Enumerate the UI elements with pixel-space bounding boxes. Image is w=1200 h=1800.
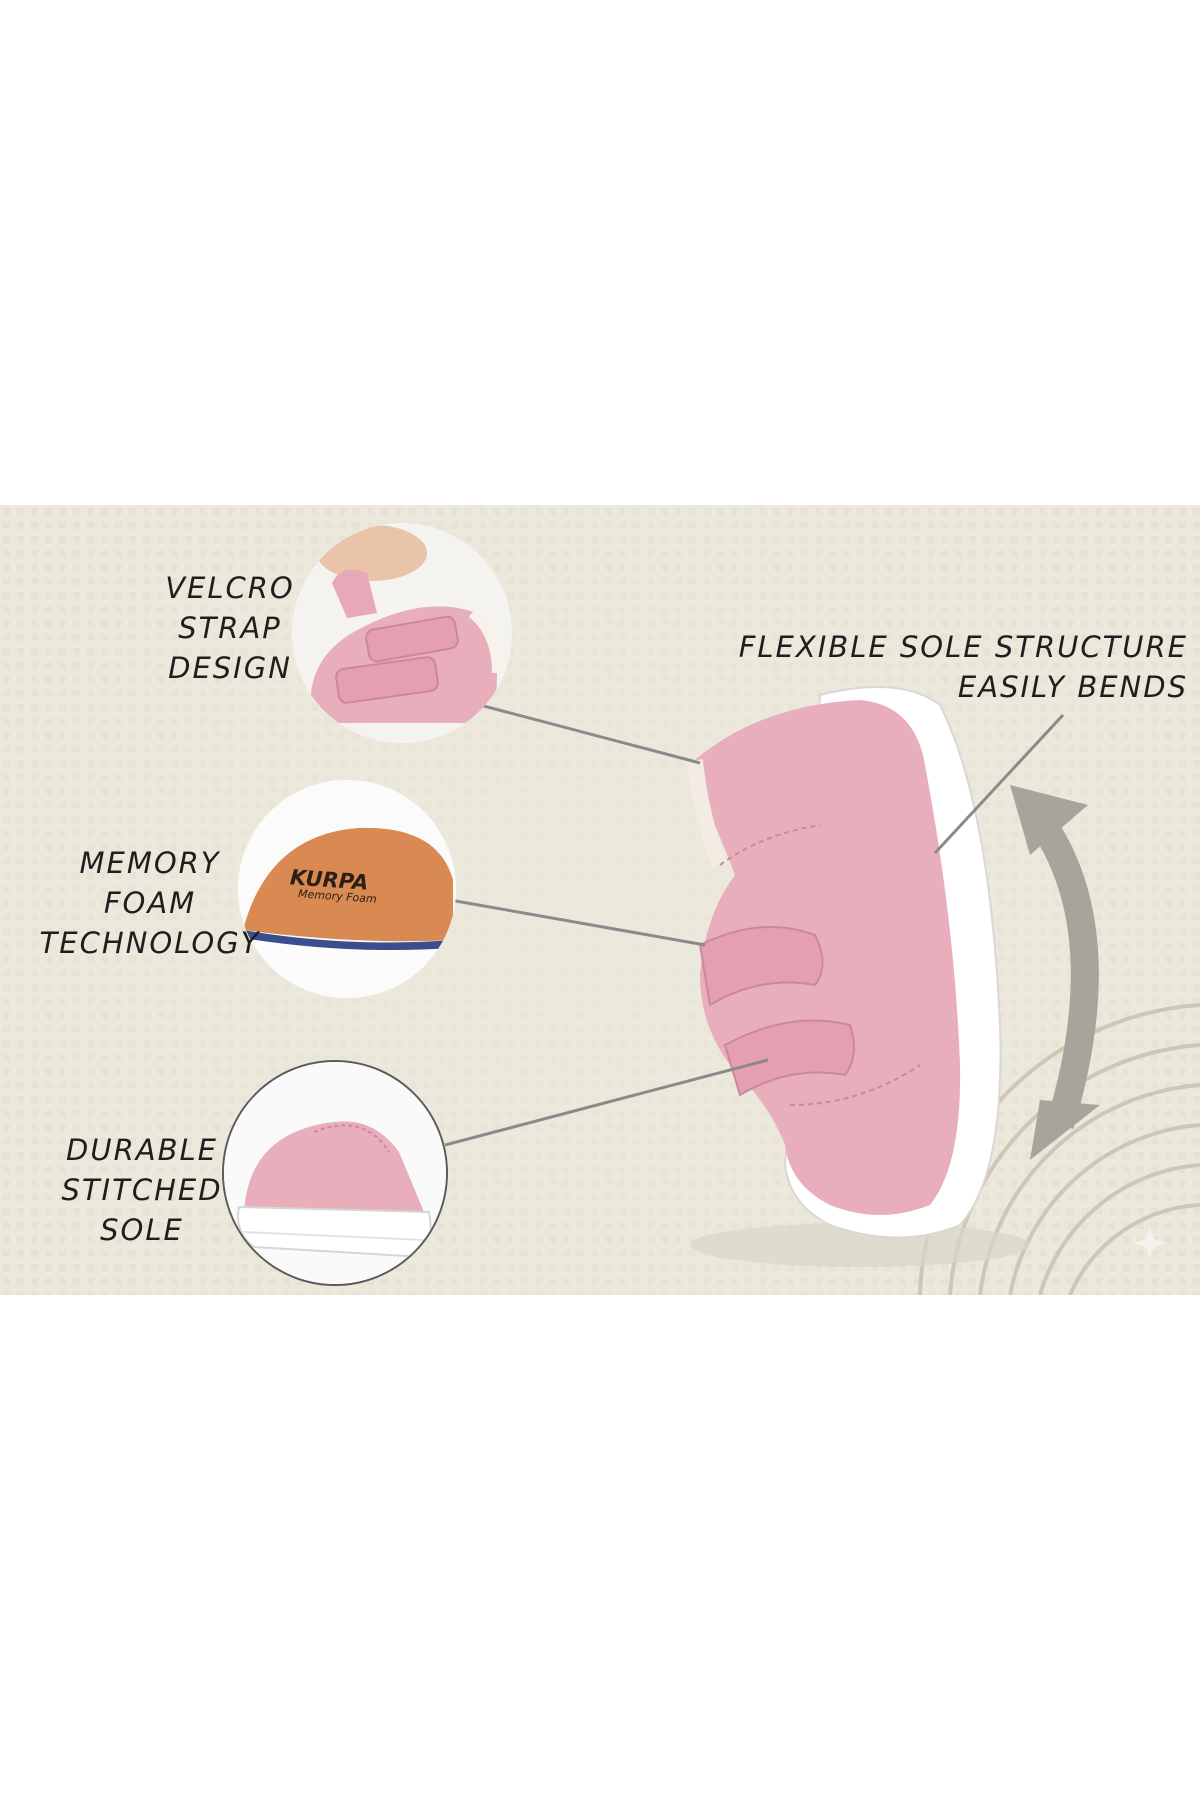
velcro-line-3: DESIGN	[168, 651, 292, 685]
durable-line-2: STITCHED	[61, 1173, 223, 1207]
memory-line-2: FOAM	[103, 886, 197, 920]
durable-sole-label: DURABLE STITCHED SOLE	[42, 1130, 242, 1250]
feature-banner: KURPA Memory Foam VELCRO STRAP DESIGN ME…	[0, 505, 1200, 1295]
velcro-strap-label: VELCRO STRAP DESIGN	[130, 568, 330, 688]
durable-sole-detail-image	[222, 1060, 448, 1286]
memory-foam-label: MEMORY FOAM TECHNOLOGY	[25, 843, 275, 963]
flexible-line-2: EASILY BENDS	[957, 670, 1188, 704]
velcro-line-2: STRAP	[178, 611, 282, 645]
flexible-line-1: FLEXIBLE SOLE STRUCTURE	[738, 630, 1188, 664]
velcro-detail-image	[292, 523, 512, 743]
memory-foam-detail-image: KURPA Memory Foam	[238, 780, 456, 998]
durable-line-3: SOLE	[100, 1213, 184, 1247]
durable-line-1: DURABLE	[66, 1133, 218, 1167]
memory-line-3: TECHNOLOGY	[39, 926, 261, 960]
flexible-sole-label: FLEXIBLE SOLE STRUCTURE EASILY BENDS	[688, 627, 1188, 707]
velcro-line-1: VELCRO	[165, 571, 295, 605]
memory-line-1: MEMORY	[79, 846, 221, 880]
